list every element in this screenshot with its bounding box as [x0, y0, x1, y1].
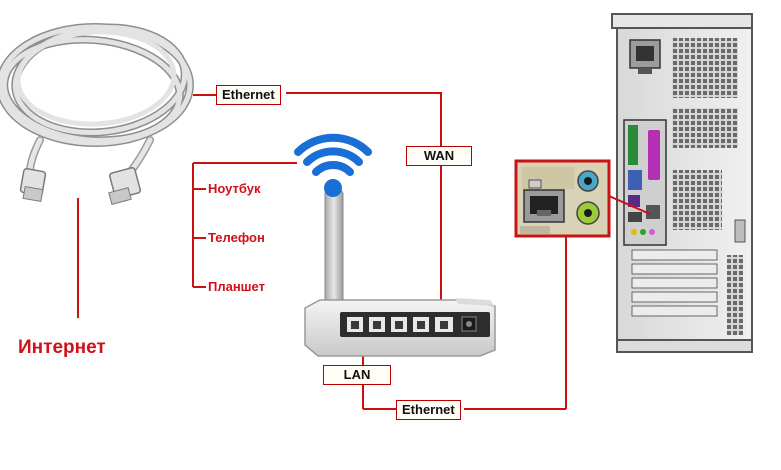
- device-phone-label: Телефон: [208, 230, 265, 245]
- internet-label: Интернет: [18, 337, 106, 358]
- ethernet-port-icon: [514, 159, 611, 238]
- pc-tower-icon: [611, 13, 753, 353]
- wifi-router-icon: [304, 189, 496, 357]
- callout-pointer: [608, 195, 651, 215]
- cable-coil-icon: [0, 23, 194, 179]
- device-tablet-label: Планшет: [208, 279, 265, 294]
- device-laptop-label: Ноутбук: [208, 181, 261, 196]
- label-ethernet-bottom: Ethernet: [396, 400, 461, 420]
- label-lan: LAN: [323, 365, 391, 385]
- label-ethernet-top: Ethernet: [216, 85, 281, 105]
- rj45-plug-right-icon: [108, 167, 141, 205]
- label-wan: WAN: [406, 146, 472, 166]
- wifi-signal-icon: [294, 133, 372, 197]
- rj45-plug-left-icon: [19, 167, 47, 203]
